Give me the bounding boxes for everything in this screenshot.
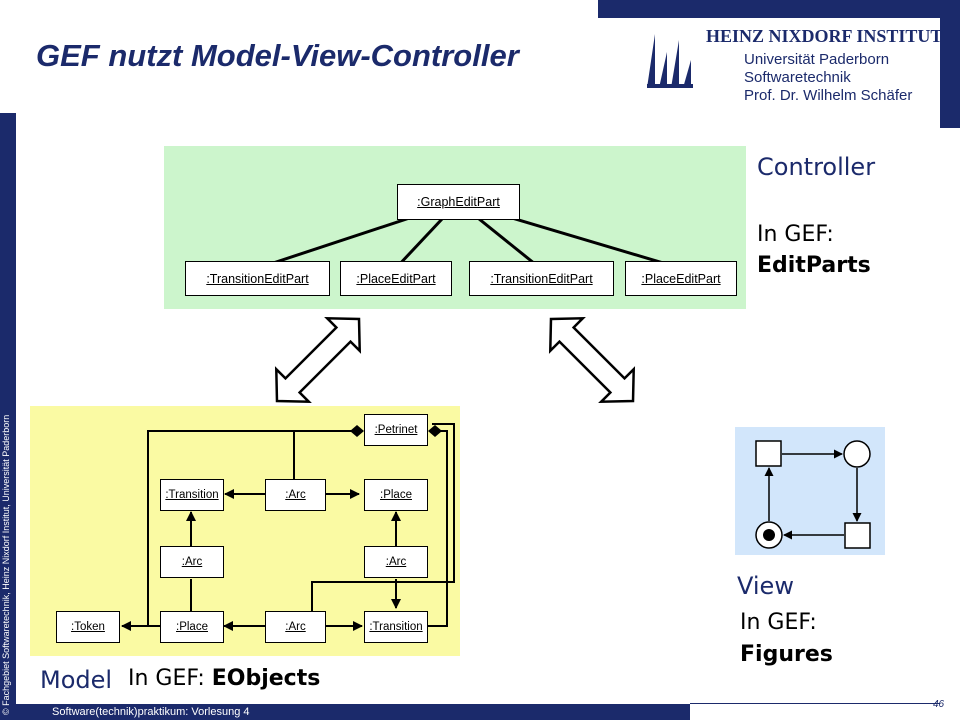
transition-top-label: :Transition <box>165 489 219 501</box>
transition-edit-part-label-1: :TransitionEditPart <box>206 271 309 286</box>
model-gef-caption: In GEF: EObjects <box>128 666 321 691</box>
footer-rule <box>690 703 940 704</box>
arc-bottom-box: :Arc <box>265 611 326 643</box>
header-band-right <box>940 0 960 128</box>
transition-edit-part-box-2: :TransitionEditPart <box>469 261 614 296</box>
place-edit-part-box-2: :PlaceEditPart <box>625 261 737 296</box>
view-heading: View <box>737 572 794 600</box>
model-heading: Model <box>40 666 113 694</box>
controller-heading: Controller <box>757 153 876 181</box>
place-edit-part-label-2: :PlaceEditPart <box>641 271 721 286</box>
view-gef-term: Figures <box>740 642 833 667</box>
header-band-top <box>598 0 960 18</box>
logo-line-institute: HEINZ NIXDORF INSTITUT <box>706 26 943 46</box>
graph-edit-part-label: :GraphEditPart <box>417 195 500 209</box>
transition-top-box: :Transition <box>160 479 224 511</box>
place-edit-part-label-1: :PlaceEditPart <box>356 271 436 286</box>
graph-edit-part-box: :GraphEditPart <box>397 184 520 220</box>
petrinet-label: :Petrinet <box>374 424 418 436</box>
controller-gef-term: EditParts <box>757 253 871 278</box>
token-box: :Token <box>56 611 120 643</box>
place-edit-part-box-1: :PlaceEditPart <box>340 261 452 296</box>
footer-course-text: Software(technik)praktikum: Vorlesung 4 <box>52 706 250 718</box>
arc-top-box: :Arc <box>265 479 326 511</box>
transition-edit-part-box-1: :TransitionEditPart <box>185 261 330 296</box>
arc-right-label: :Arc <box>385 556 407 568</box>
place-bottom-label: :Place <box>176 621 208 633</box>
footer-bar <box>16 704 690 720</box>
page-number: 46 <box>933 699 945 710</box>
institute-logo: HEINZ NIXDORF INSTITUT Universität Pader… <box>640 18 943 104</box>
arc-left-box: :Arc <box>160 546 224 578</box>
place-bottom-box: :Place <box>160 611 224 643</box>
place-top-label: :Place <box>380 489 412 501</box>
institute-logo-icon <box>647 34 693 88</box>
token-label: :Token <box>71 621 105 633</box>
logo-line-university: Universität Paderborn <box>744 51 890 68</box>
left-rail <box>0 113 16 720</box>
arc-bottom-label: :Arc <box>285 621 306 633</box>
transition-bottom-box: :Transition <box>364 611 428 643</box>
arc-left-label: :Arc <box>181 556 203 568</box>
logo-line-department: Softwaretechnik <box>744 69 851 86</box>
transition-edit-part-label-2: :TransitionEditPart <box>490 271 593 286</box>
view-gef-prefix: In GEF: <box>740 610 817 635</box>
place-top-box: :Place <box>364 479 428 511</box>
transition-bottom-label: :Transition <box>369 621 423 633</box>
controller-gef-prefix: In GEF: <box>757 222 834 247</box>
page-title: GEF nutzt Model-View-Controller <box>36 38 519 73</box>
logo-line-professor: Prof. Dr. Wilhelm Schäfer <box>744 87 913 104</box>
arc-right-box: :Arc <box>364 546 428 578</box>
arc-top-label: :Arc <box>285 489 306 501</box>
petrinet-box: :Petrinet <box>364 414 428 446</box>
